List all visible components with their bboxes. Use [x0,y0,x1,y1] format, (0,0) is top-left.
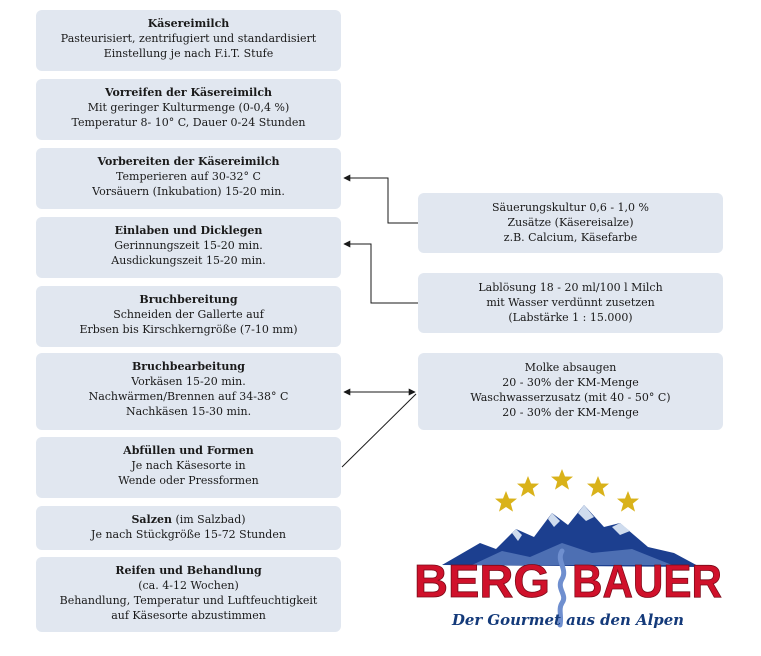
step-line: Einstellung je nach F.i.T. Stufe [103,47,274,60]
star-icon [551,469,573,490]
step-line: auf Käsesorte abzustimmen [111,609,266,622]
star-icon [495,491,517,512]
step-abfuellen: Abfüllen und Formen Je nach Käsesorte in… [36,437,341,498]
arrow-molke-to-abfuellen [341,393,417,468]
step-line: Nachkäsen 15-30 min. [125,405,252,418]
mountain-icon [442,505,700,567]
side-line: mit Wasser verdünnt zusetzen [486,296,655,309]
step-line: Pasteurisiert, zentrifugiert und standar… [60,32,317,45]
step-title: Käsereimilch [147,17,230,30]
side-box-saeuerungskultur: Säuerungskultur 0,6 - 1,0 % Zusätze (Käs… [418,193,723,253]
side-line: Zusätze (Käsereisalze) [507,216,634,229]
step-title: Bruchbearbeitung [131,360,246,373]
step-line: Schneiden der Gallerte auf [113,308,264,321]
side-line: z.B. Calcium, Käsefarbe [503,231,638,244]
side-line: Säuerungskultur 0,6 - 1,0 % [492,201,649,214]
brand-left: BERG [414,555,550,607]
side-line: Lablösung 18 - 20 ml/100 l Milch [478,281,663,294]
step-vorreifen: Vorreifen der Käsereimilch Mit geringer … [36,79,341,140]
step-line: Nachwärmen/Brennen auf 34-38° C [88,390,289,403]
step-line: Mit geringer Kulturmenge (0-0,4 %) [87,101,290,114]
bergbauer-logo: BERG BAUER Der Gourmet aus den Alpen [414,469,722,629]
step-title: Salzen (im Salzbad) [36,512,341,527]
star-icon [517,476,539,497]
step-kaesereimilch: Käsereimilch Pasteurisiert, zentrifugier… [36,10,341,71]
step-line: Wende oder Pressformen [118,474,259,487]
step-line: Vorsäuern (Inkubation) 15-20 min. [92,185,285,198]
stream-icon [557,548,567,628]
step-title-suffix: (im Salzbad) [171,513,246,526]
step-salzen: Salzen (im Salzbad) Je nach Stückgröße 1… [36,506,341,550]
side-line: Molke absaugen [524,361,617,374]
side-line: 20 - 30% der KM-Menge [502,406,639,419]
step-bruchbereitung: Bruchbereitung Schneiden der Gallerte au… [36,286,341,347]
step-title: Reifen und Behandlung [115,564,262,577]
star-icon [617,491,639,512]
step-title: Einlaben und Dicklegen [114,224,263,237]
step-title: Vorreifen der Käsereimilch [104,86,273,99]
step-vorbereiten: Vorbereiten der Käsereimilch Temperieren… [36,148,341,209]
step-line: Behandlung, Temperatur und Luftfeuchtigk… [59,594,318,607]
step-title-main: Salzen [131,513,172,526]
step-line: Je nach Stückgröße 15-72 Stunden [91,528,286,541]
step-title: Bruchbereitung [139,293,238,306]
side-line: Waschwasserzusatz (mit 40 - 50° C) [470,391,671,404]
step-title: Abfüllen und Formen [123,444,254,457]
brand-right: BAUER [572,555,722,607]
step-bruchbearbeitung: Bruchbearbeitung Vorkäsen 15-20 min. Nac… [36,353,341,430]
side-box-labloesung: Lablösung 18 - 20 ml/100 l Milch mit Was… [418,273,723,333]
step-title: Vorbereiten der Käsereimilch [97,155,280,168]
step-einlaben: Einlaben und Dicklegen Gerinnungszeit 15… [36,217,341,278]
step-line: Ausdickungszeit 15-20 min. [111,254,266,267]
step-reifen: Reifen und Behandlung (ca. 4-12 Wochen) … [36,557,341,632]
side-box-molke: Molke absaugen 20 - 30% der KM-Menge Was… [418,353,723,430]
arrow-saeuerungskultur-to-vorbereiten [343,174,418,224]
step-line: Temperatur 8- 10° C, Dauer 0-24 Stunden [71,116,306,129]
arrow-labloesung-to-einlaben [343,240,418,304]
step-line: Je nach Käsesorte in [131,459,246,472]
side-line: 20 - 30% der KM-Menge [502,376,639,389]
step-line: Temperieren auf 30-32° C [116,170,261,183]
star-icon [587,476,609,497]
side-line: (Labstärke 1 : 15.000) [508,311,633,324]
step-line: Gerinnungszeit 15-20 min. [114,239,263,252]
tagline: Der Gourmet aus den Alpen [451,611,684,629]
step-line: (ca. 4-12 Wochen) [138,579,239,592]
step-line: Erbsen bis Kirschkerngröße (7-10 mm) [79,323,298,336]
step-line: Vorkäsen 15-20 min. [131,375,246,388]
